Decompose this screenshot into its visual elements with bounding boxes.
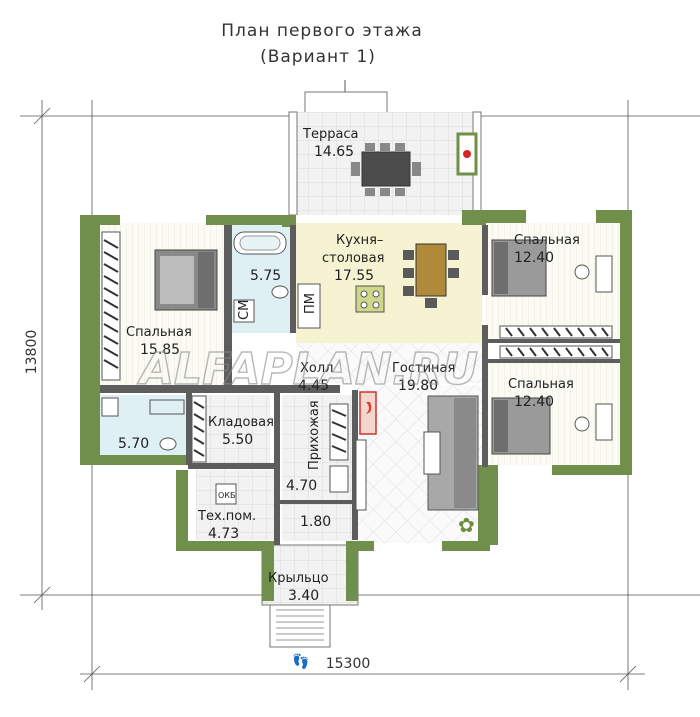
dishwasher-label: ПМ [303, 293, 318, 314]
tech-floor [196, 470, 274, 540]
porch-area-value: 3.40 [288, 588, 319, 604]
bath-area-value: 5.75 [250, 268, 281, 284]
bedroom2-name: Спальная [514, 233, 580, 248]
bedroom1-bed [154, 249, 218, 311]
coffee-table [423, 431, 441, 475]
bedroom2-bed [491, 239, 547, 297]
hall-area-value: 4.45 [298, 378, 329, 394]
wc-area-value: 5.70 [118, 436, 149, 452]
dimension-width: 15300 [326, 656, 371, 672]
terrace-table [351, 143, 421, 196]
living-console [355, 439, 367, 511]
tech-name: Тех.пом. [197, 509, 256, 524]
footprint-icon: 👣 [292, 652, 309, 670]
wc-sink [101, 397, 119, 417]
exterior-walls [80, 210, 632, 601]
storage-area-value: 5.50 [222, 432, 253, 448]
washer-label: СМ [237, 300, 252, 320]
plant-icon: ✿ [458, 513, 475, 537]
watermark-text: ALFAPLAN.RU [137, 344, 478, 395]
vestibule-area-value: 1.80 [300, 514, 331, 530]
bedroom3-area-value: 12.40 [514, 394, 554, 410]
dimension-height: 13800 [24, 330, 40, 375]
bedroom3-name: Спальная [508, 377, 574, 392]
storage-name: Кладовая [208, 415, 274, 430]
entry-name: Прихожая [307, 400, 322, 470]
kitchen-floor [296, 223, 482, 343]
porch-name: Крыльцо [268, 571, 329, 586]
dishwasher-icon [297, 283, 321, 329]
interior-walls [100, 225, 620, 545]
plan-subtitle: (Вариант 1) [260, 47, 376, 67]
living-area-value: 19.80 [398, 378, 438, 394]
wc-shower [149, 399, 185, 415]
kitchen-area-value: 17.55 [334, 268, 374, 284]
living-name: Гостиная [392, 361, 455, 376]
entry-area-value: 4.70 [286, 478, 317, 494]
bathtub [233, 231, 287, 255]
bedroom1-wardrobe [101, 231, 121, 381]
plan-title: План первого этажа [221, 21, 423, 41]
kitchen-name-1: Кухня– [336, 233, 383, 248]
washer-icon [233, 299, 255, 323]
bedroom2-area-value: 12.40 [514, 250, 554, 266]
porch-area: 👣 [261, 544, 359, 670]
kitchen-name-2: столовая [322, 251, 384, 266]
terrace-name: Терраса [302, 127, 359, 142]
boiler-icon [215, 483, 237, 505]
kitchen-island [355, 285, 385, 313]
bedroom3-bed [491, 397, 551, 455]
living-sofa [427, 395, 479, 511]
terrace-area-value: 14.65 [314, 144, 354, 160]
boiler-label: ОКБ [218, 491, 235, 500]
dining-table [403, 243, 459, 308]
bedroom1-name: Спальная [126, 325, 192, 340]
wc-toilet [159, 437, 177, 451]
entry-bench [329, 465, 349, 493]
hall-name: Холл [300, 361, 333, 376]
bedroom3-desk [595, 403, 613, 441]
bath-toilet [271, 285, 289, 299]
tech-area-value: 4.73 [208, 526, 239, 542]
bedroom1-area-value: 15.85 [140, 342, 180, 358]
bedroom2-desk [595, 255, 613, 293]
